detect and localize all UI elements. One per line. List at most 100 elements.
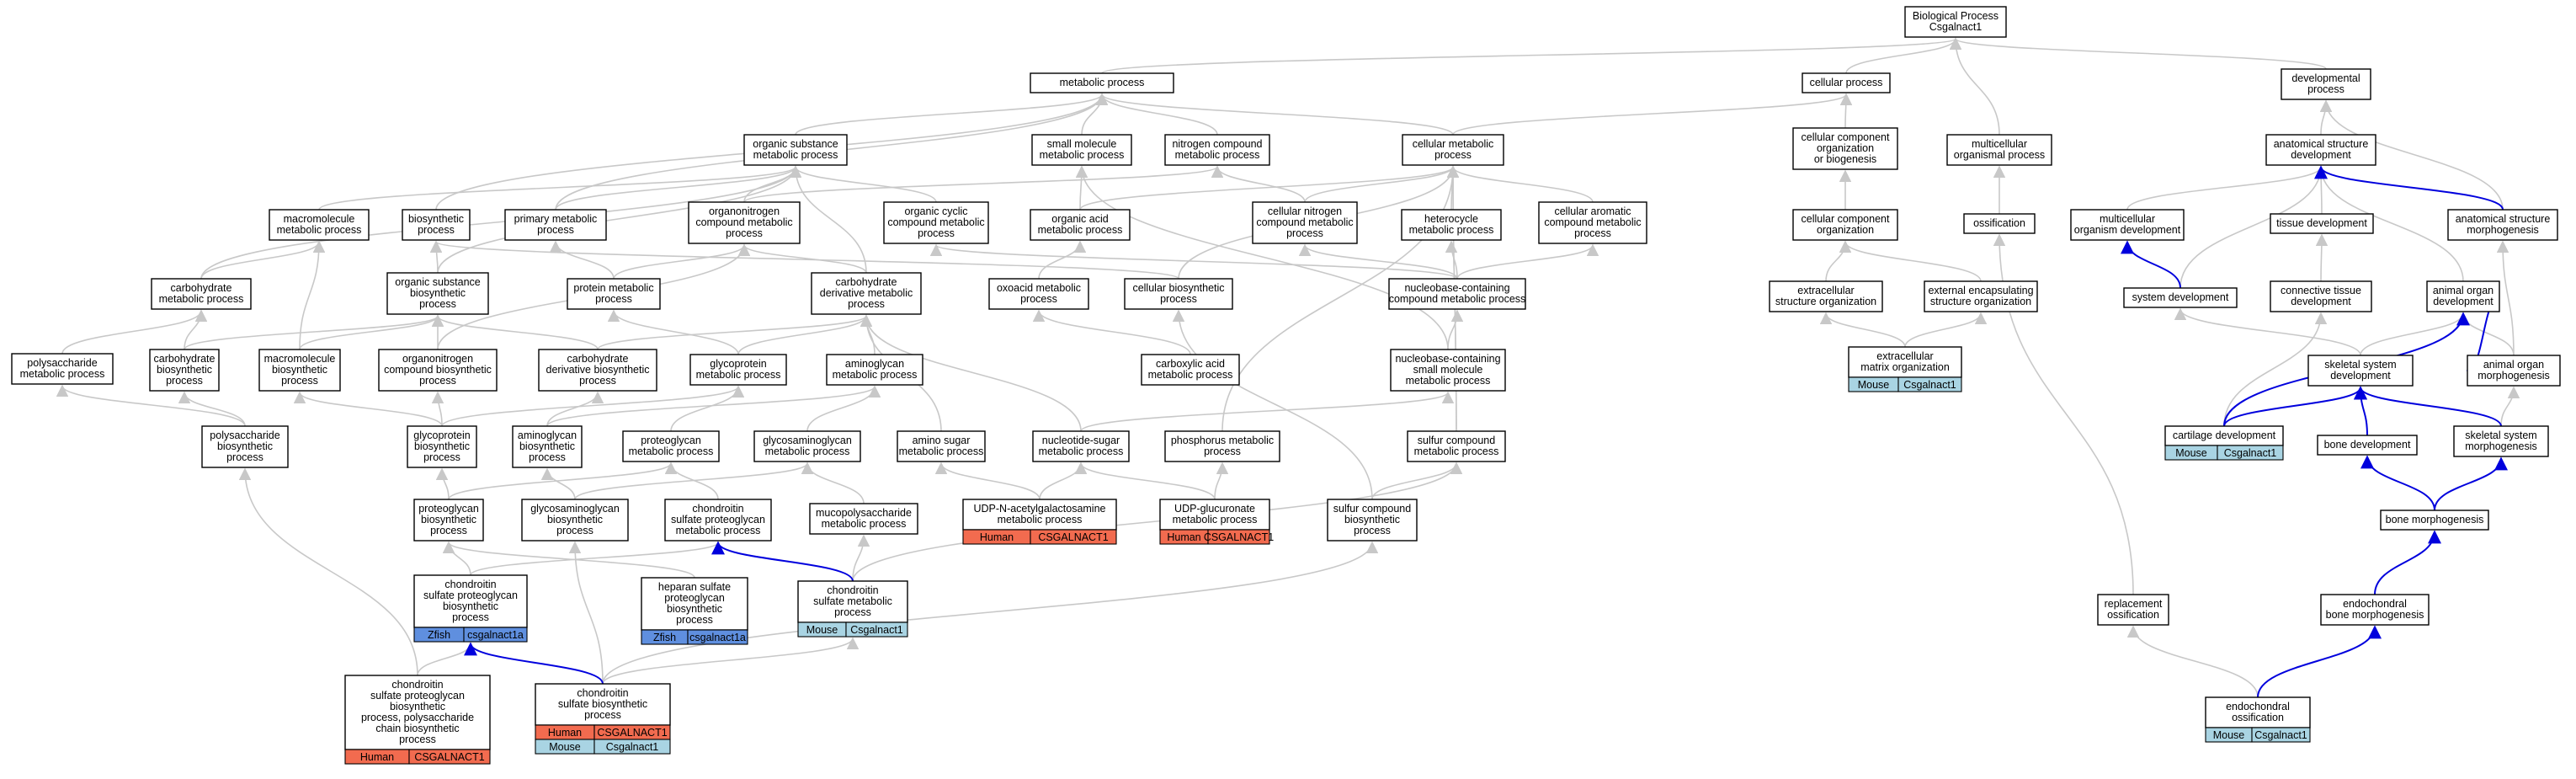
is-a-edge: [737, 314, 873, 355]
is-a-edge: [2315, 233, 2329, 282]
is-a-edge: [1079, 165, 1459, 211]
node-label-line: replacement: [2105, 598, 2163, 610]
go-term-node[interactable]: bone morphogenesis: [2380, 510, 2489, 531]
go-term-node[interactable]: bone development: [2317, 435, 2418, 456]
node-label-line: morphogenesis: [2467, 224, 2538, 236]
node-label-line: nitrogen compound: [1172, 138, 1262, 150]
go-term-node[interactable]: system development: [2123, 287, 2238, 308]
is-a-edge: [852, 462, 1463, 582]
annotated-edge: [711, 541, 854, 582]
go-term-node[interactable]: cellular process: [1802, 72, 1891, 93]
node-box: [258, 349, 341, 392]
node-box: [622, 430, 720, 462]
is-a-edge: [1075, 165, 1449, 350]
node-label-line: biosynthetic: [421, 514, 476, 526]
node-label-line: metabolic process: [1414, 446, 1499, 457]
node-label-line: carboxylic acid: [1156, 358, 1225, 370]
node-label-line: sulfur compound: [1418, 435, 1495, 446]
go-term-node[interactable]: ossification: [1963, 213, 2036, 234]
is-a-edge: [178, 391, 246, 427]
node-label-line: compound metabolic: [695, 216, 792, 228]
node-label-line: cellular component: [1802, 131, 1890, 143]
go-term-node[interactable]: metabolic process: [1030, 72, 1174, 93]
is-a-edge: [568, 541, 604, 685]
go-term-node[interactable]: heparan sulfateproteoglycanbiosyntheticp…: [641, 577, 748, 645]
gene-label: csgalnact1a: [467, 629, 524, 641]
node-box: [151, 278, 252, 310]
node-box: [809, 503, 918, 535]
go-term-node[interactable]: tissue development: [2270, 213, 2374, 234]
species-label: Zfish: [428, 629, 450, 641]
